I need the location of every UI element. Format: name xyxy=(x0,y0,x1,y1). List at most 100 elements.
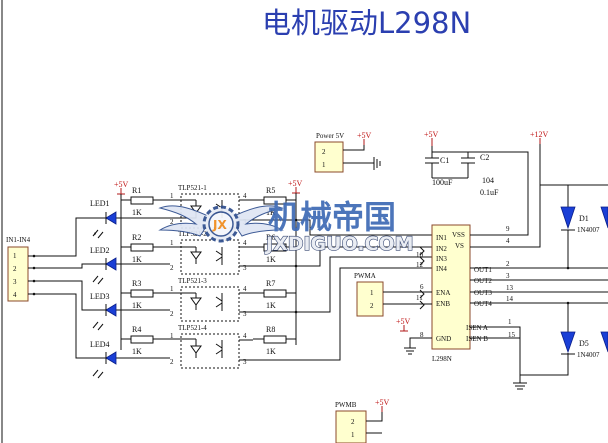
led3-symbol xyxy=(105,303,117,317)
cap-5v-label: +5V xyxy=(424,130,439,139)
chip-pin-num-out4: 14 xyxy=(506,295,514,303)
diode-d1: D1 1N4007 xyxy=(560,185,608,270)
chip-pin-num-out2: 3 xyxy=(506,272,510,280)
d1-label: D1 xyxy=(579,214,589,223)
power5v-label: Power 5V xyxy=(316,132,344,140)
d1-part: 1N4007 xyxy=(577,226,600,234)
signal-wires xyxy=(253,218,432,361)
pwmb-label: PWMB xyxy=(335,401,357,409)
opto4-pin3: 3 xyxy=(243,358,247,366)
led2-label: LED2 xyxy=(90,246,110,255)
r4-label: R4 xyxy=(132,325,141,334)
pwmb-pin2: 2 xyxy=(351,418,355,426)
chip-pin-num-gnd: 8 xyxy=(420,331,424,339)
chip-pin-vs: VS xyxy=(455,242,464,250)
resistor-r3: R3 1K xyxy=(121,279,196,310)
connector-in-body xyxy=(7,246,29,302)
output-5v-label: +5V xyxy=(288,179,303,188)
opto3-pin4: 4 xyxy=(243,285,247,293)
led2-symbol xyxy=(105,257,117,271)
chip-pin-num-out3: 13 xyxy=(506,284,514,292)
opto4-pin1: 1 xyxy=(170,332,174,340)
led4-symbol xyxy=(105,351,117,365)
chip-pin-gnd: GND xyxy=(436,335,451,343)
opto1-label: TLP521-1 xyxy=(178,184,207,192)
pwma-label: PWMA xyxy=(354,272,376,280)
opto4-pin4: 4 xyxy=(243,332,247,340)
chip-pin-out2: OUT2 xyxy=(474,277,492,285)
chip-pin-vss: VSS xyxy=(452,231,465,239)
power5v-5v-label: +5V xyxy=(357,131,372,140)
opto2-pin3: 3 xyxy=(243,264,247,272)
r3-label: R3 xyxy=(132,279,141,288)
chip-pin-isena: ISEN A xyxy=(466,324,488,332)
r7-value: 1K xyxy=(266,301,276,310)
pwma-5v-label: +5V xyxy=(396,317,411,326)
chip-pin-num-in3: 10 xyxy=(416,251,424,259)
r5-value: 1K xyxy=(266,208,276,217)
chip-pin-num-isena: 1 xyxy=(508,318,512,326)
capacitors: +5V C1 100uF C2 104 0.1uF xyxy=(424,130,529,236)
led4-label: LED4 xyxy=(90,340,110,349)
optocoupler-4: TLP521-4 1 2 4 3 xyxy=(170,324,253,369)
supply-12v-label: +12V xyxy=(530,130,549,139)
connector-in-label: IN1-IN4 xyxy=(6,236,31,244)
d5-part: 1N4007 xyxy=(577,351,600,359)
resistor-r6: R6 1K xyxy=(253,233,296,264)
opto4-pin2: 2 xyxy=(170,358,174,366)
opto2-pin4: 4 xyxy=(243,239,247,247)
opto1-pin2: 2 xyxy=(170,218,174,226)
pwma-pin1: 1 xyxy=(370,289,374,297)
output-5v-rail: +5V xyxy=(288,179,303,345)
pwma-pin2: 2 xyxy=(370,302,374,310)
led-row-1: LED1 xyxy=(90,199,117,239)
opto1-pin1: 1 xyxy=(170,192,174,200)
led-row-2: LED2 xyxy=(90,246,117,285)
chip-pin-num-enb: 11 xyxy=(416,294,423,302)
watermark-emblem: JX xyxy=(212,218,227,232)
chip-pin-isenb: ISEN B xyxy=(466,335,488,343)
c2-value: 104 xyxy=(482,176,494,185)
r5-label: R5 xyxy=(266,186,275,195)
resistor-r8: R8 1K xyxy=(253,325,296,356)
led1-label: LED1 xyxy=(90,199,110,208)
input-5v-label: +5V xyxy=(114,180,129,189)
r6-label: R6 xyxy=(266,233,275,242)
chip-pin-ena: ENA xyxy=(436,289,450,297)
r1-value: 1K xyxy=(132,208,142,217)
diagram-title: 电机驱动L298N xyxy=(262,6,471,40)
l298n-part-label: L298N xyxy=(432,355,452,363)
pwmb-pin1: 1 xyxy=(351,431,355,439)
r3-value: 1K xyxy=(132,301,142,310)
led3-label: LED3 xyxy=(90,292,110,301)
resistor-r7: R7 1K xyxy=(253,279,296,310)
opto2-pin1: 1 xyxy=(170,239,174,247)
r2-label: R2 xyxy=(132,233,141,242)
chip-pin-num-in4: 12 xyxy=(416,261,424,269)
connector-pwma: PWMA 1 2 +5V xyxy=(354,272,432,332)
opto3-pin1: 1 xyxy=(170,285,174,293)
c1-value: 100uF xyxy=(432,178,453,187)
r1-label: R1 xyxy=(132,186,141,195)
connector-in-pin3: 3 xyxy=(13,278,17,286)
chip-pin-out1: OUT1 xyxy=(474,266,492,274)
l298n-body xyxy=(431,224,471,350)
opto4-label: TLP521-4 xyxy=(178,324,207,332)
chip-pin-num-vs: 4 xyxy=(506,237,510,245)
input-5v-rail: +5V xyxy=(114,180,129,350)
connector-power-5v: Power 5V 2 1 +5V xyxy=(314,131,381,173)
pwmb-5v-label: +5V xyxy=(375,398,390,407)
chip-pin-num-out1: 2 xyxy=(506,260,510,268)
r8-value: 1K xyxy=(266,347,276,356)
opto3-pin3: 3 xyxy=(243,310,247,318)
resistor-r1: R1 1K xyxy=(121,186,196,217)
c2-value2: 0.1uF xyxy=(480,188,499,197)
chip-pin-in3: IN3 xyxy=(436,255,447,263)
r2-value: 1K xyxy=(132,255,142,264)
opto3-label: TLP521-3 xyxy=(178,277,207,285)
opto1-pin4: 4 xyxy=(243,192,247,200)
connector-in-pin1: 1 xyxy=(13,252,17,260)
r7-label: R7 xyxy=(266,279,275,288)
l298n-chip: L298N IN1 IN2 10 IN3 12 IN4 6 ENA 11 ENB… xyxy=(404,224,608,390)
